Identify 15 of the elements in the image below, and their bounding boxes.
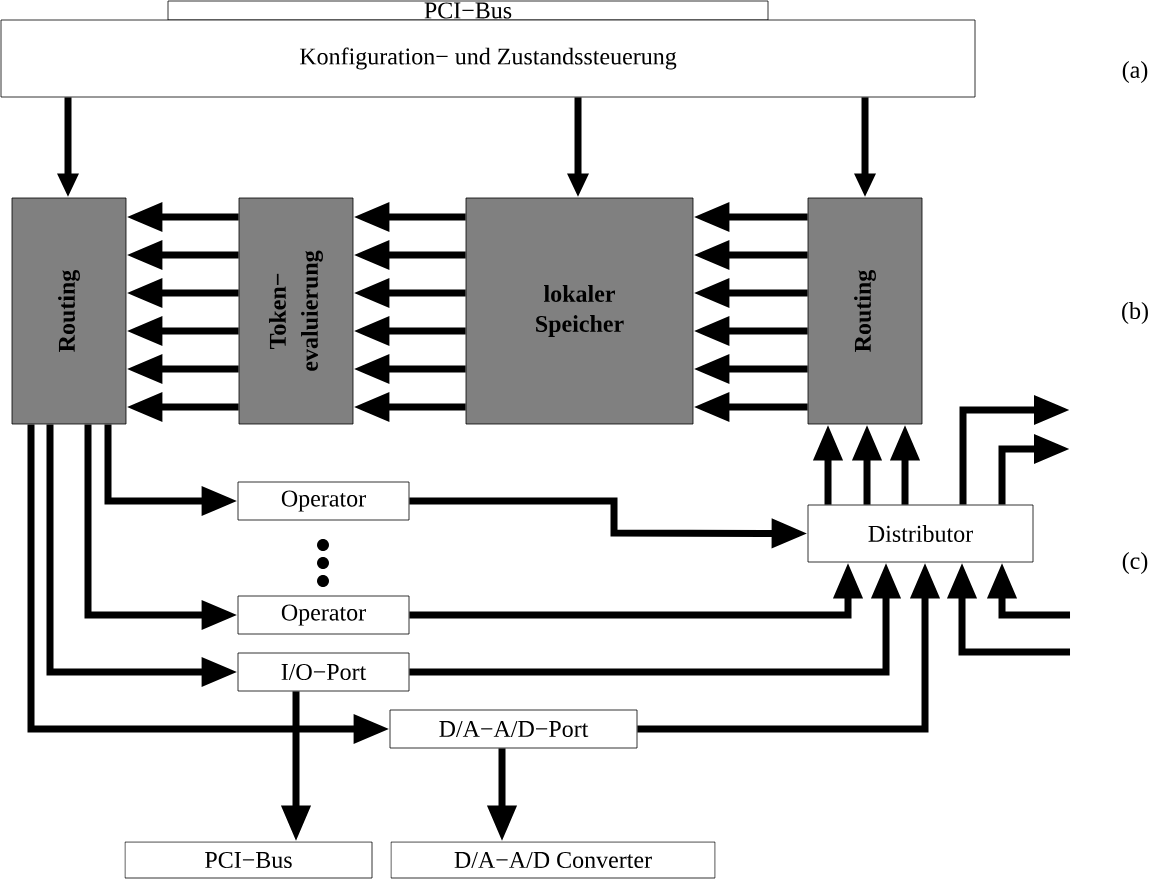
panel-label: (c) — [1122, 552, 1148, 574]
block-box: lokaler Speicher — [465, 197, 694, 425]
panel-label: (b) — [1122, 302, 1148, 324]
process-box: Distributor — [807, 504, 1034, 563]
process-box: D/A−A/D−Port — [389, 709, 638, 749]
process-box: I/O−Port — [237, 652, 410, 692]
process-box: D/A−A/D Converter — [390, 841, 716, 879]
panel-label: (a) — [1122, 61, 1148, 83]
block-box: Routing — [11, 197, 127, 425]
process-box: PCI−Bus — [124, 841, 373, 879]
block-box: Routing — [807, 197, 923, 425]
block-box: Token− evaluierung — [238, 197, 354, 425]
process-box: Operator — [237, 595, 410, 635]
process-box: Operator — [237, 481, 410, 521]
process-box: PCI−Bus — [167, 0, 769, 21]
